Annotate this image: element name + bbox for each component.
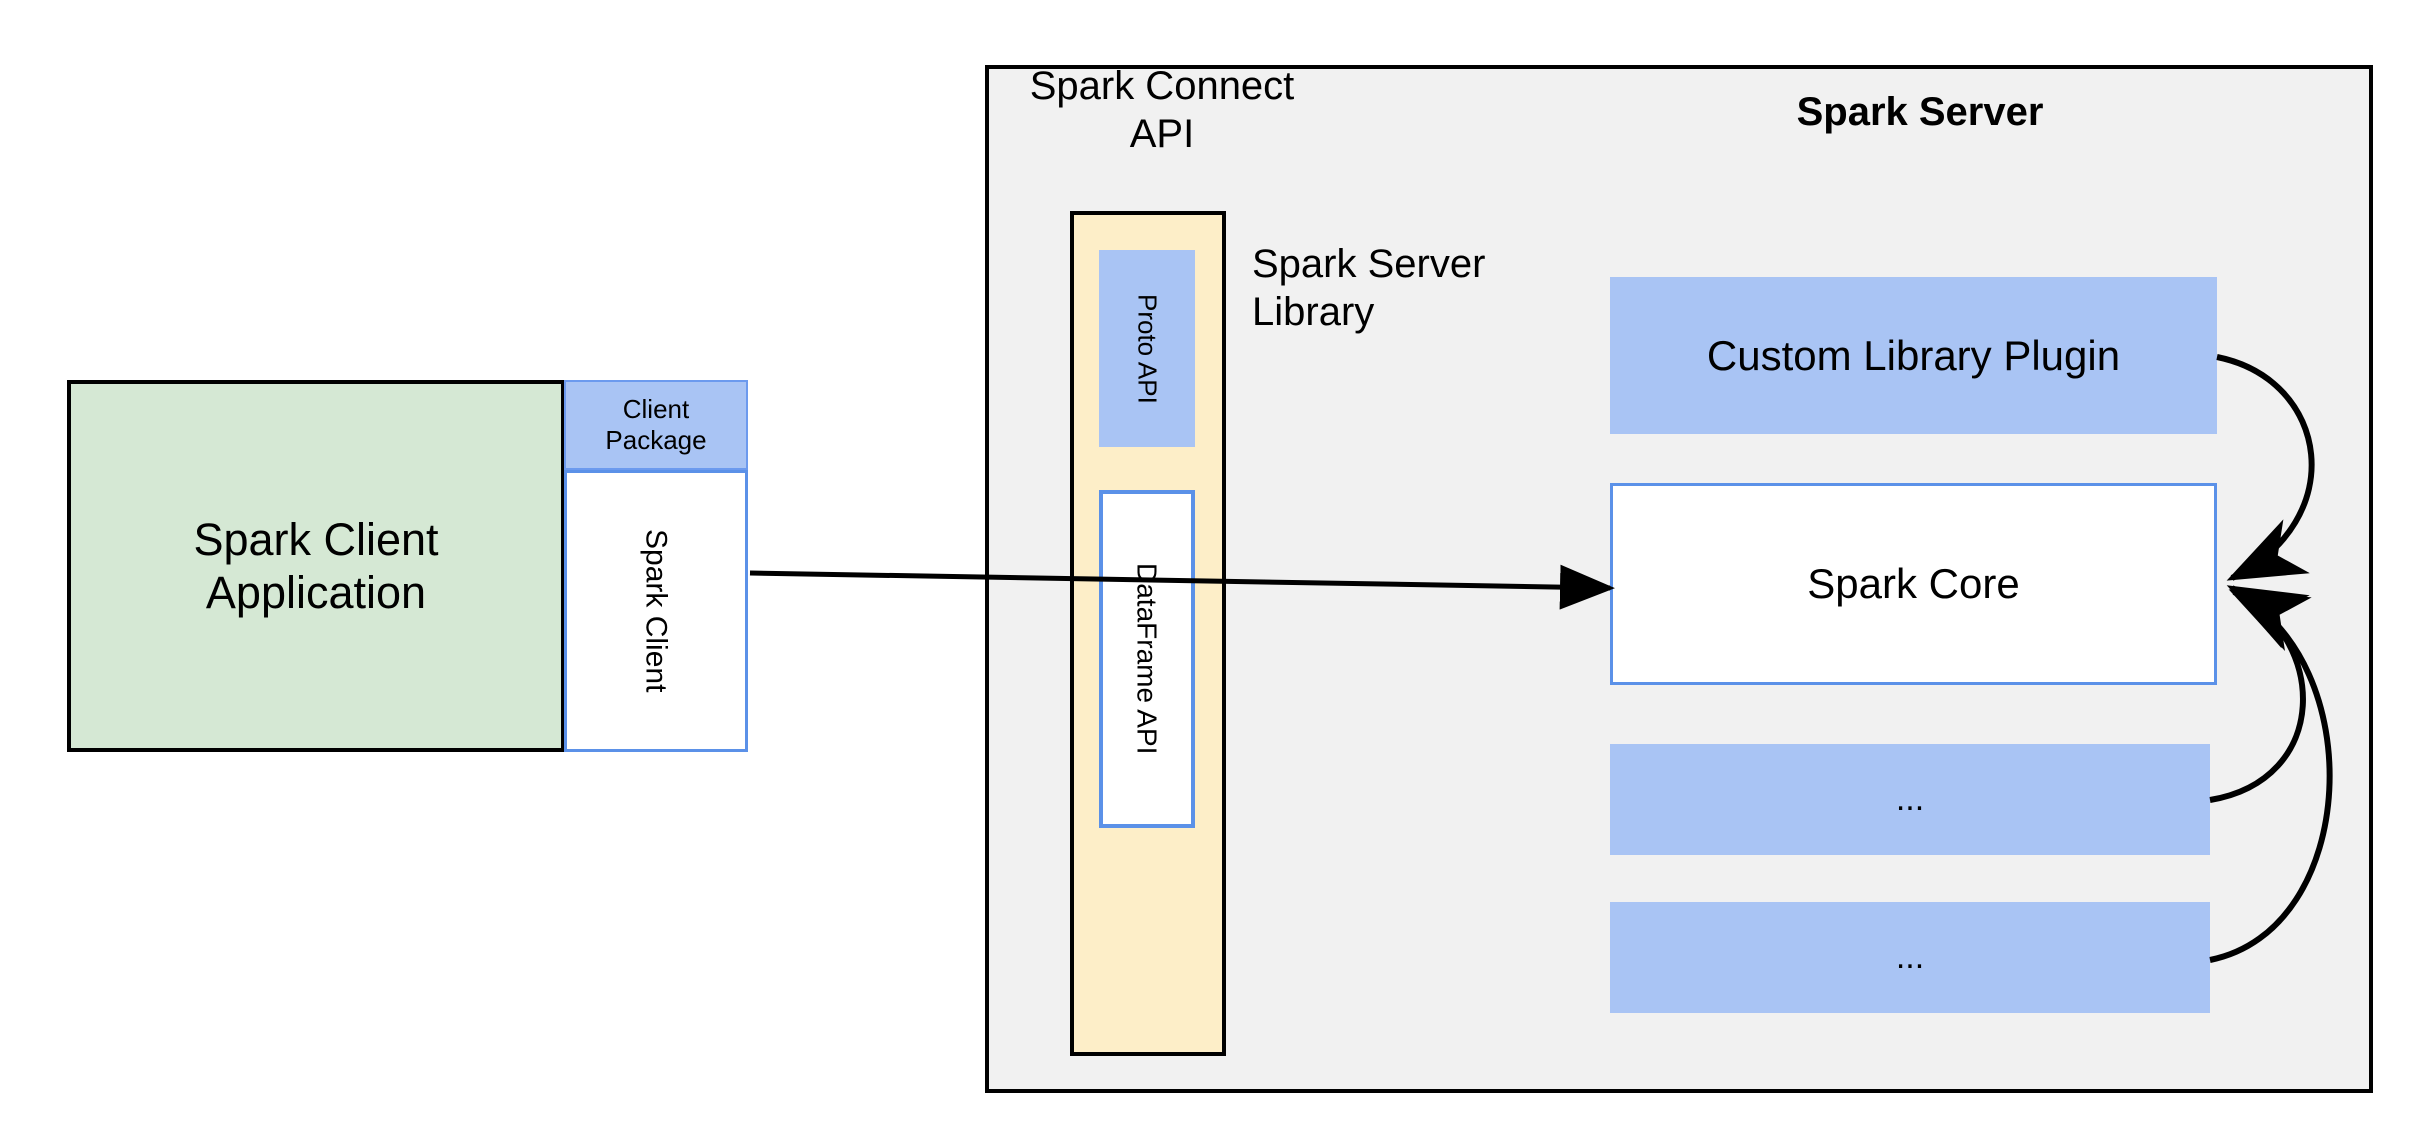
spark-client-label: Spark Client <box>639 529 673 693</box>
ellipsis-box-1: ... <box>1610 744 2210 855</box>
spark-client-application-box: Spark Client Application <box>67 380 565 752</box>
proto-api-label: Proto API <box>1132 293 1163 404</box>
custom-library-plugin-label: Custom Library Plugin <box>1706 331 2121 379</box>
ellipsis-label-1: ... <box>1895 780 1925 819</box>
spark-server-library-label: Spark Server Library <box>1252 242 1486 334</box>
proto-api-box: Proto API <box>1099 250 1195 447</box>
spark-connect-api-label: Spark Connect API <box>1029 64 1295 156</box>
dataframe-api-box: DataFrame API <box>1099 490 1195 828</box>
spark-core-label: Spark Core <box>1807 560 2020 608</box>
ellipsis-label-2: ... <box>1895 938 1925 977</box>
spark-core-box: Spark Core <box>1610 483 2217 685</box>
spark-client-box: Spark Client <box>564 470 748 752</box>
client-package-box: Client Package <box>564 380 748 470</box>
dataframe-api-label: DataFrame API <box>1131 563 1163 755</box>
ellipsis-box-2: ... <box>1610 902 2210 1013</box>
custom-library-plugin-box: Custom Library Plugin <box>1610 277 2217 434</box>
spark-client-application-label: Spark Client Application <box>193 513 439 618</box>
client-package-label: Client Package <box>605 394 707 455</box>
spark-server-title: Spark Server <box>1796 90 2044 134</box>
